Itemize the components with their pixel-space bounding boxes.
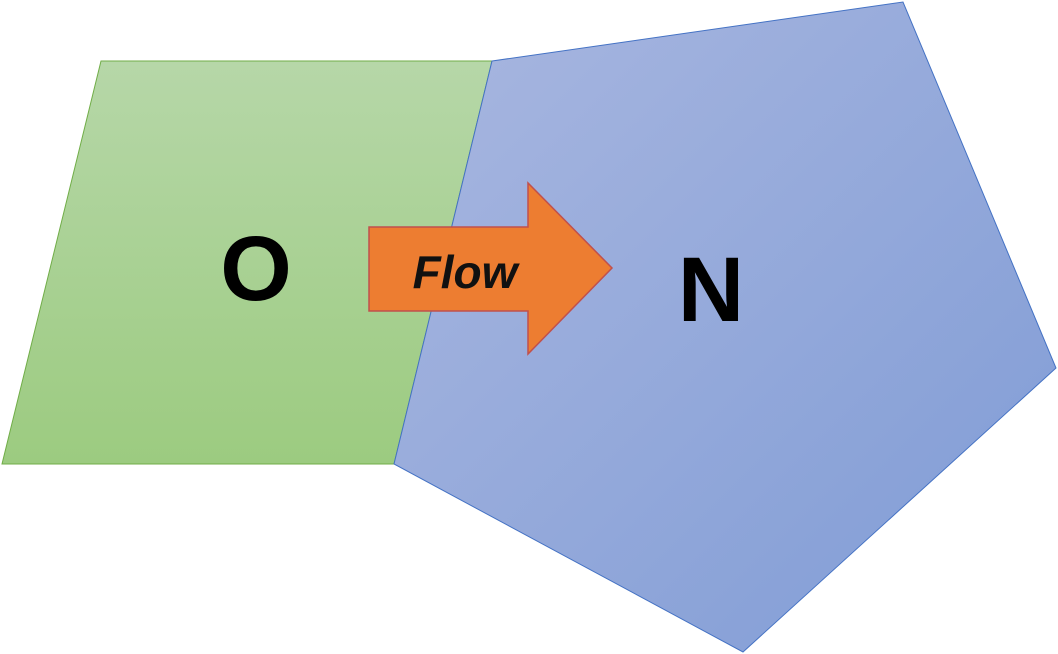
right-arrow-icon — [368, 181, 614, 356]
flow-arrow-label: Flow — [413, 246, 521, 298]
source-label: O — [220, 218, 292, 320]
flow-arrow: Flow — [368, 181, 614, 356]
target-region-pentagon — [393, 1, 1057, 653]
target-label: N — [678, 239, 744, 341]
